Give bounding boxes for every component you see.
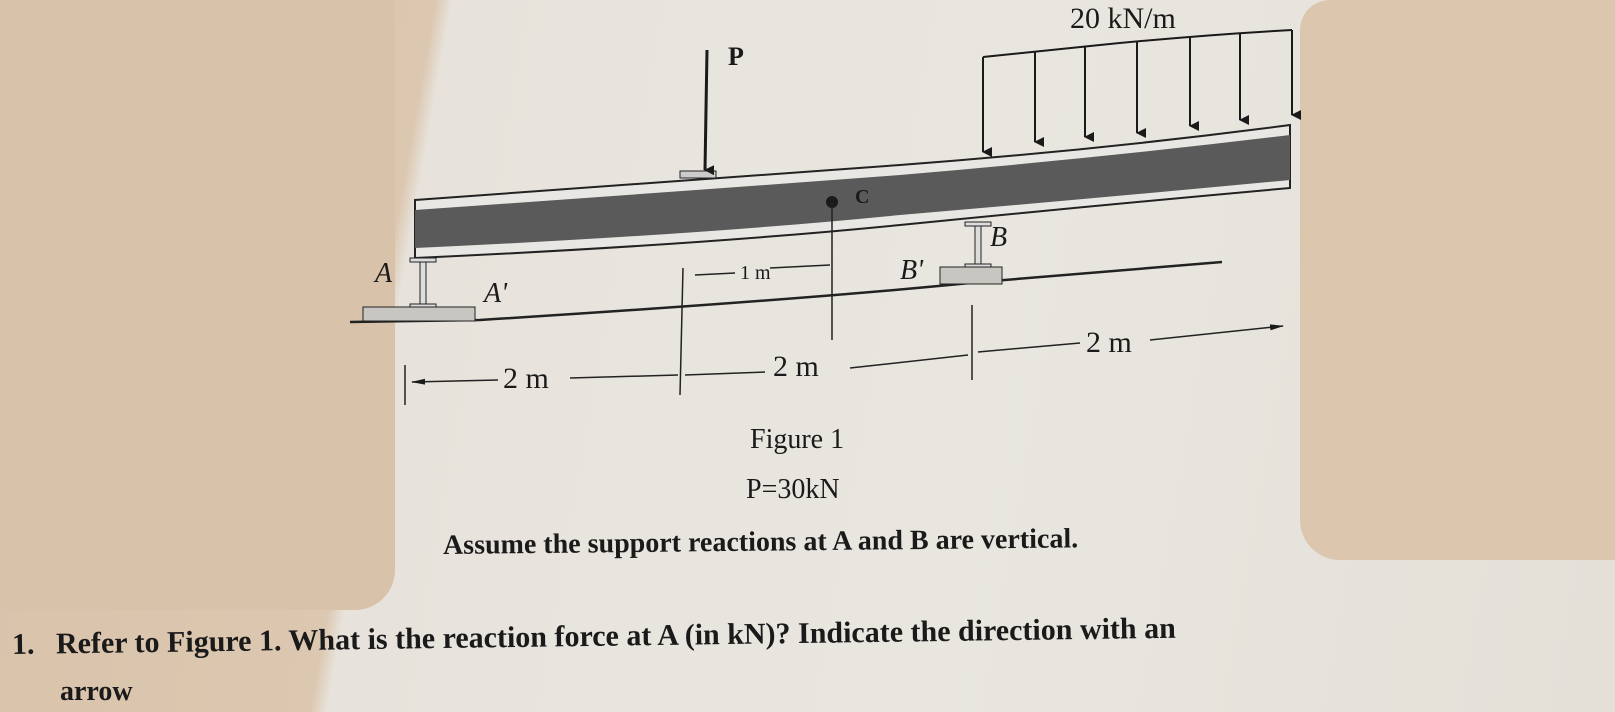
figure-caption: Figure 1 xyxy=(750,424,845,455)
label-b: B xyxy=(990,222,1008,253)
label-a: A xyxy=(375,258,393,289)
support-b xyxy=(939,221,1003,285)
distributed-load-label: 20 kN/m xyxy=(1070,2,1176,35)
label-a-prime: A' xyxy=(484,278,508,309)
given-load: P=30kN xyxy=(746,474,840,505)
beam xyxy=(414,123,1291,260)
point-c-label: C xyxy=(855,186,870,208)
dimension-ab-mid: 2 m xyxy=(773,350,819,383)
dimension-overhang: 2 m xyxy=(1086,326,1132,359)
covered-region-left xyxy=(0,0,395,610)
label-b-prime: B' xyxy=(900,255,924,286)
distributed-load-arrows xyxy=(982,29,1301,157)
covered-region-right xyxy=(1300,0,1615,560)
point-load-arrow xyxy=(703,49,715,176)
dimension-a-left: 2 m xyxy=(503,362,549,395)
dimension-lines xyxy=(404,264,1284,405)
ground-line xyxy=(349,260,1223,324)
dimension-1m: 1 m xyxy=(740,262,771,284)
support-a xyxy=(362,257,476,322)
assumption-text: Assume the support reactions at A and B … xyxy=(442,523,1079,561)
question-number: 1. xyxy=(11,627,35,661)
load-plate xyxy=(679,170,717,179)
point-load-label: P xyxy=(728,42,744,71)
question-continuation: arrow xyxy=(60,676,133,707)
